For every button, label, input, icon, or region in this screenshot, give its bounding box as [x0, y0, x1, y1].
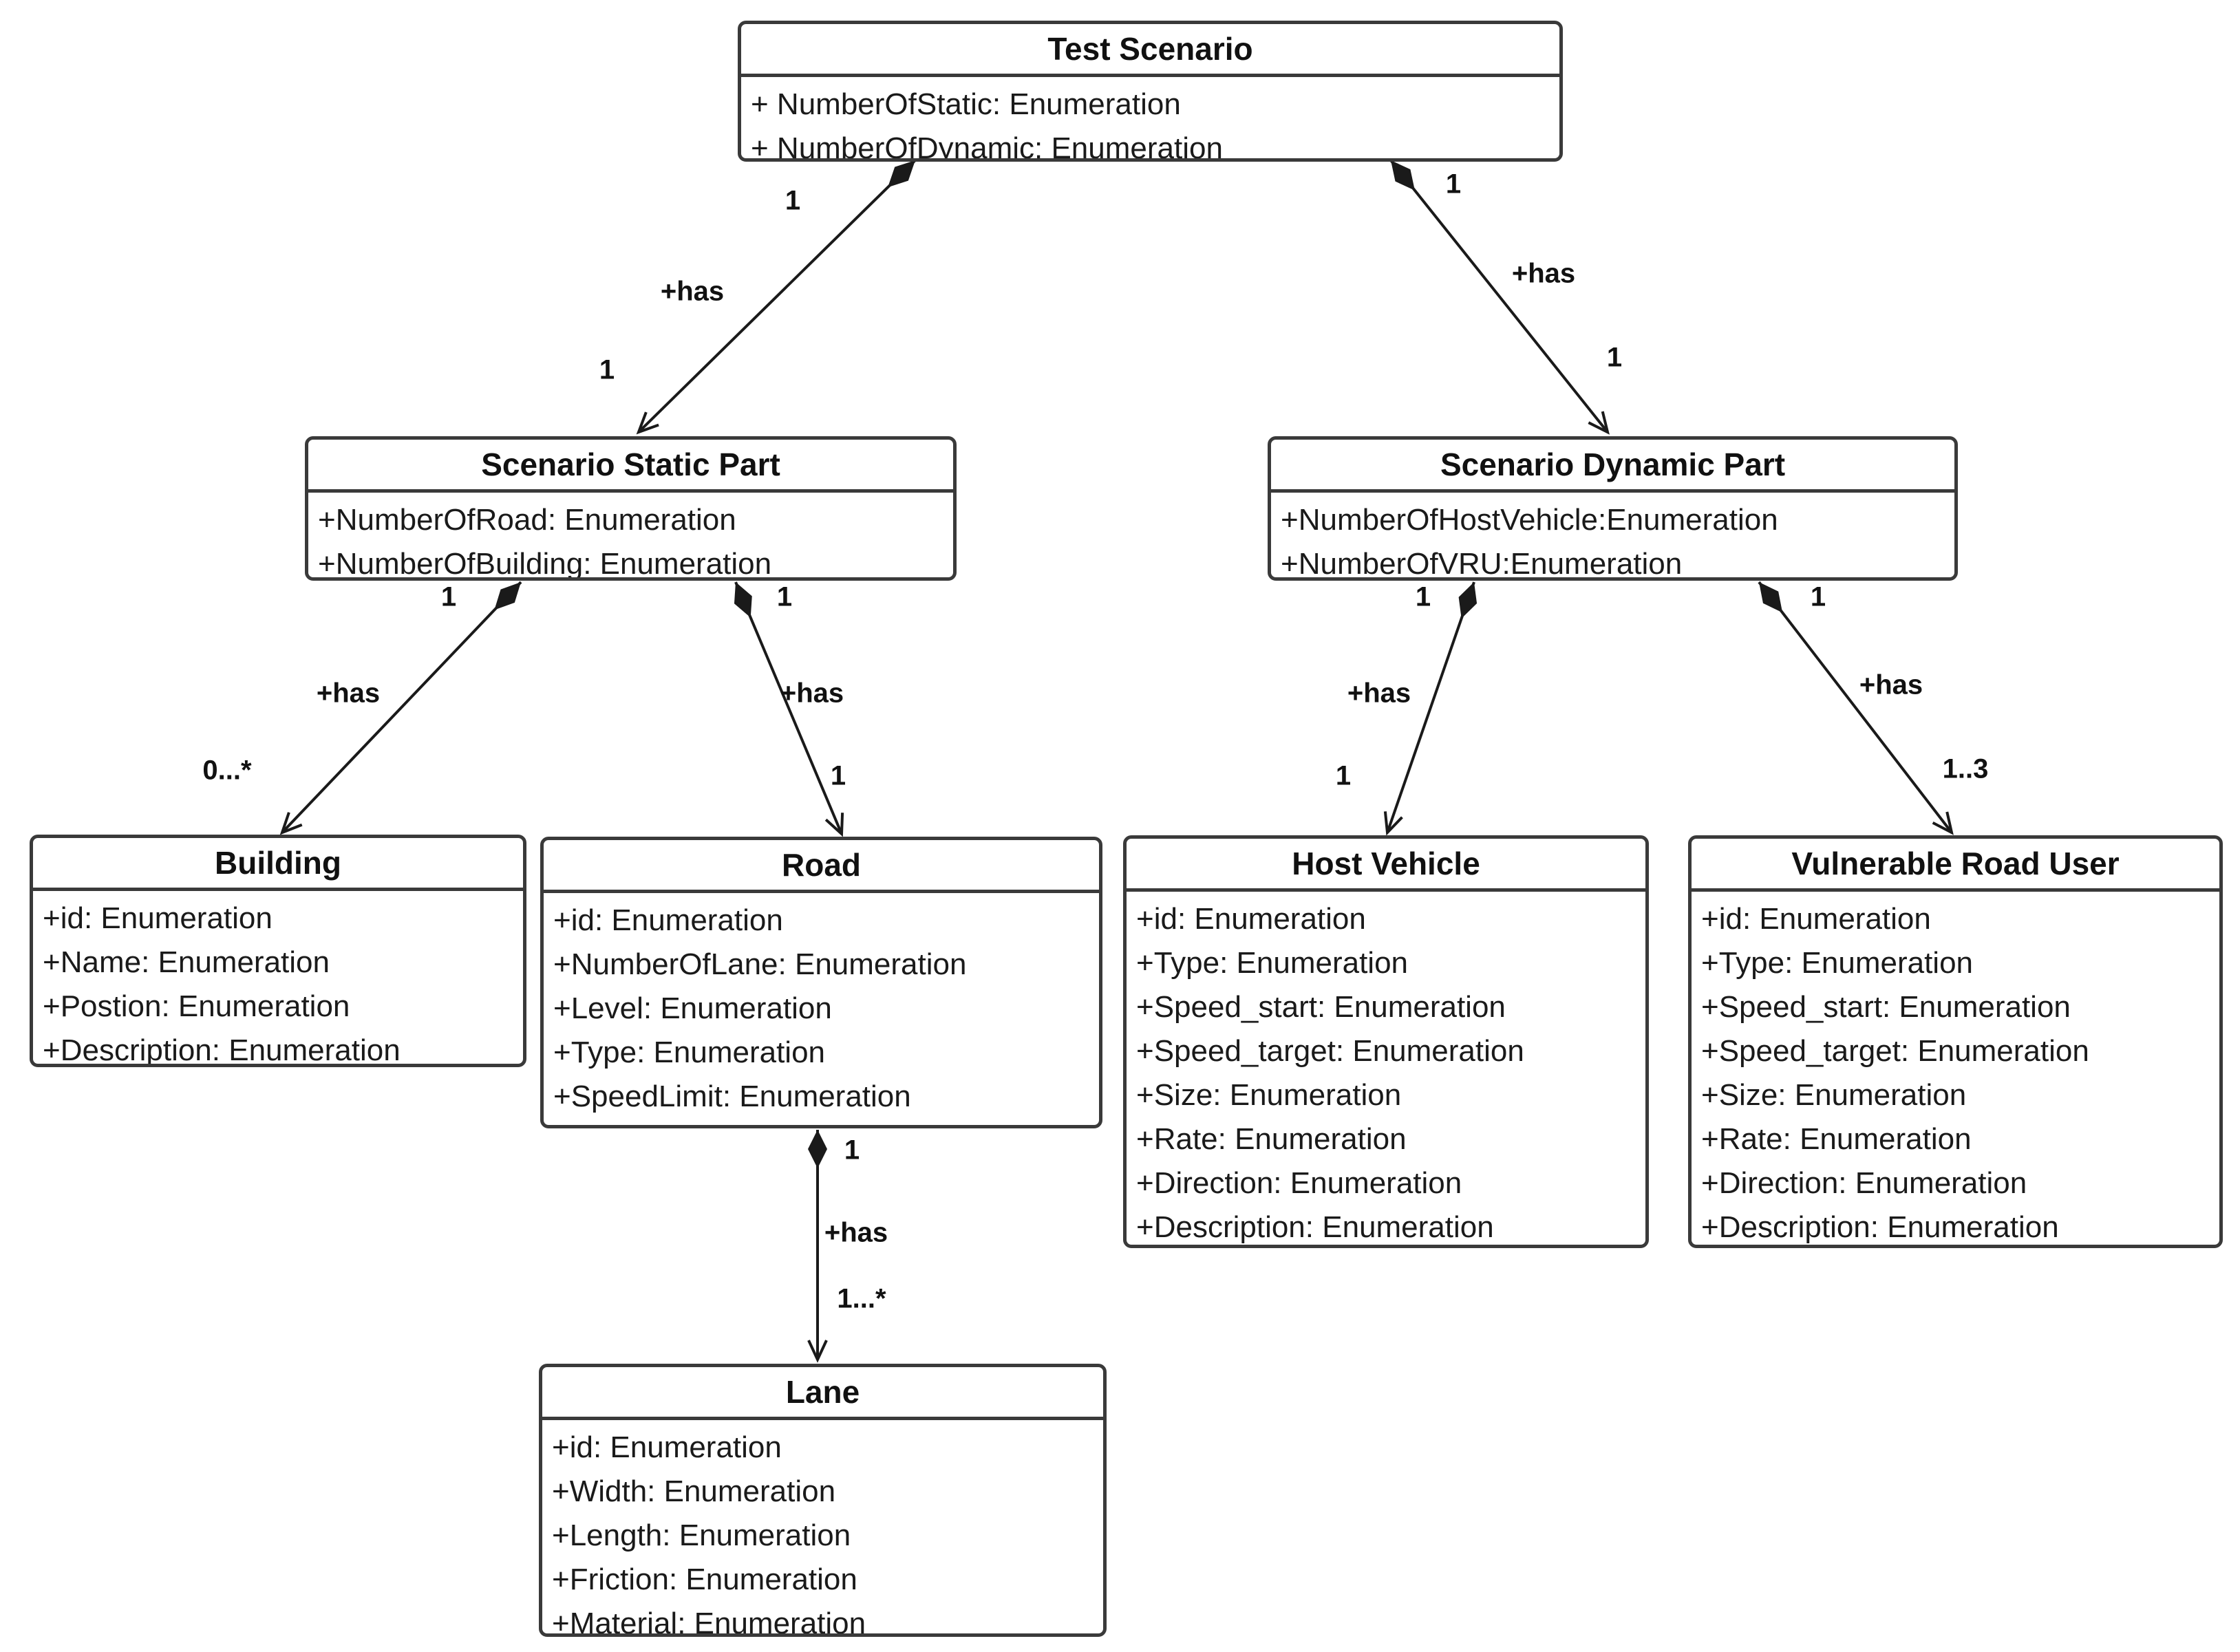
label-road-lane-has: +has	[824, 1217, 888, 1248]
mult-dynamicpart-hostvehicle-source: 1	[1415, 581, 1431, 612]
class-title: Lane	[542, 1367, 1103, 1420]
class-attribute: +NumberOfRoad: Enumeration	[318, 503, 736, 537]
class-attribute: +id: Enumeration	[1701, 902, 1931, 936]
class-attribute: +Speed_start: Enumeration	[1701, 990, 2071, 1024]
edge-line-staticpart-road	[734, 581, 844, 837]
class-attributes: +id: Enumeration +NumberOfLane: Enumerati…	[544, 893, 1099, 1124]
class-attribute: +Length: Enumeration	[552, 1519, 851, 1552]
class-attributes: +id: Enumeration +Width: Enumeration +Leng…	[542, 1420, 1103, 1637]
mult-staticpart-building-source: 1	[440, 581, 457, 612]
class-attribute: +Description: Enumeration	[1136, 1210, 1494, 1244]
class-box-road: Road +id: Enumeration +NumberOfLane: Enum…	[540, 837, 1102, 1128]
class-attribute: +Direction: Enumeration	[1701, 1166, 2027, 1200]
mult-road-lane-target: 1...*	[837, 1283, 886, 1314]
edge-line-staticpart-building	[279, 581, 522, 835]
class-attribute: +NumberOfHostVehicle:Enumeration	[1281, 503, 1778, 537]
label-testscenario-dynamicpart-has: +has	[1511, 258, 1576, 289]
class-attribute: + NumberOfStatic: Enumeration	[751, 87, 1181, 121]
class-attribute: +Type: Enumeration	[553, 1036, 826, 1069]
class-attributes: +NumberOfHostVehicle:Enumeration +NumberO…	[1271, 493, 1954, 581]
class-box-test-scenario: Test Scenario + NumberOfStatic: Enumerat…	[738, 21, 1563, 162]
class-attribute: +Speed_target: Enumeration	[1701, 1034, 2089, 1068]
class-attribute: +Direction: Enumeration	[1136, 1166, 1462, 1200]
mult-testscenario-dynamicpart-target: 1	[1606, 342, 1623, 373]
class-attribute: +id: Enumeration	[43, 901, 273, 935]
label-staticpart-building-has: +has	[316, 678, 381, 709]
class-attribute: +Friction: Enumeration	[552, 1563, 857, 1596]
class-attribute: +NumberOfBuilding: Enumeration	[318, 547, 772, 581]
label-staticpart-road-has: +has	[780, 678, 844, 709]
class-attribute: +id: Enumeration	[1136, 902, 1366, 936]
class-attribute: +Rate: Enumeration	[1136, 1122, 1407, 1156]
class-attribute: + NumberOfDynamic: Enumeration	[751, 131, 1223, 162]
class-attribute: +NumberOfVRU:Enumeration	[1281, 547, 1683, 581]
class-attribute: +Material: Enumeration	[552, 1607, 866, 1637]
class-box-building: Building +id: Enumeration +Name: Enumerat…	[30, 835, 526, 1067]
class-attribute: +SpeedLimit: Enumeration	[553, 1080, 911, 1113]
class-attributes: +id: Enumeration +Type: Enumeration +Speed…	[1127, 892, 1645, 1245]
mult-road-lane-source: 1	[844, 1135, 860, 1166]
edge-line-testscenario-dynamicpart	[1389, 159, 1610, 435]
class-title: Building	[33, 838, 523, 891]
class-attributes: +NumberOfRoad: Enumeration +NumberOfBuild…	[308, 493, 953, 581]
class-box-vulnerable-road-user: Vulnerable Road User +id: Enumeration +Ty…	[1688, 835, 2223, 1248]
class-attribute: +Width: Enumeration	[552, 1474, 836, 1508]
edge-line-testscenario-staticpart	[636, 159, 917, 435]
class-attributes: +id: Enumeration +Type: Enumeration +Speed…	[1692, 892, 2219, 1245]
mult-dynamicpart-vru-target: 1..3	[1942, 753, 1989, 784]
edge-line-dynamicpart-vru	[1758, 581, 1954, 835]
class-attribute: +Name: Enumeration	[43, 945, 330, 979]
class-title: Vulnerable Road User	[1692, 839, 2219, 892]
edge-line-dynamicpart-hostvehicle	[1383, 581, 1478, 836]
class-title: Host Vehicle	[1127, 839, 1645, 892]
class-attributes: +id: Enumeration +Name: Enumeration +Posti…	[33, 891, 523, 1067]
class-box-lane: Lane +id: Enumeration +Width: Enumeration…	[539, 1364, 1107, 1637]
class-attribute: +id: Enumeration	[553, 903, 783, 937]
class-attribute: +Level: Enumeration	[553, 991, 832, 1025]
label-testscenario-staticpart-has: +has	[660, 276, 725, 307]
mult-dynamicpart-vru-source: 1	[1810, 581, 1826, 612]
class-attributes: + NumberOfStatic: Enumeration + NumberOfD…	[741, 77, 1559, 162]
class-attribute: +Size: Enumeration	[1136, 1078, 1402, 1112]
mult-dynamicpart-hostvehicle-target: 1	[1335, 760, 1352, 791]
class-title: Road	[544, 840, 1099, 893]
label-dynamicpart-vru-has: +has	[1859, 669, 1923, 700]
class-box-scenario-static-part: Scenario Static Part +NumberOfRoad: Enum…	[305, 436, 957, 581]
class-box-scenario-dynamic-part: Scenario Dynamic Part +NumberOfHostVehic…	[1268, 436, 1958, 581]
mult-staticpart-road-target: 1	[830, 760, 846, 791]
class-attribute: +Description: Enumeration	[1701, 1210, 2059, 1244]
class-title: Scenario Static Part	[308, 440, 953, 493]
label-dynamicpart-hostvehicle-has: +has	[1347, 678, 1411, 709]
mult-staticpart-road-source: 1	[776, 581, 793, 612]
class-title: Scenario Dynamic Part	[1271, 440, 1954, 493]
class-box-host-vehicle: Host Vehicle +id: Enumeration +Type: Enum…	[1123, 835, 1649, 1248]
class-title: Test Scenario	[741, 24, 1559, 77]
mult-testscenario-staticpart-target: 1	[599, 354, 615, 385]
mult-staticpart-building-target: 0...*	[202, 755, 252, 786]
class-attribute: +Speed_target: Enumeration	[1136, 1034, 1524, 1068]
class-attribute: +Postion: Enumeration	[43, 989, 350, 1023]
class-attribute: +Speed_start: Enumeration	[1136, 990, 1506, 1024]
mult-testscenario-dynamicpart-source: 1	[1445, 169, 1462, 200]
class-attribute: +NumberOfLane: Enumeration	[553, 947, 967, 981]
class-attribute: +Size: Enumeration	[1701, 1078, 1967, 1112]
mult-testscenario-staticpart-source: 1	[785, 185, 801, 216]
class-attribute: +id: Enumeration	[552, 1430, 782, 1464]
class-attribute: +Type: Enumeration	[1136, 946, 1409, 980]
class-attribute: +Description: Enumeration	[43, 1033, 401, 1067]
class-attribute: +Type: Enumeration	[1701, 946, 1974, 980]
class-attribute: +Rate: Enumeration	[1701, 1122, 1972, 1156]
